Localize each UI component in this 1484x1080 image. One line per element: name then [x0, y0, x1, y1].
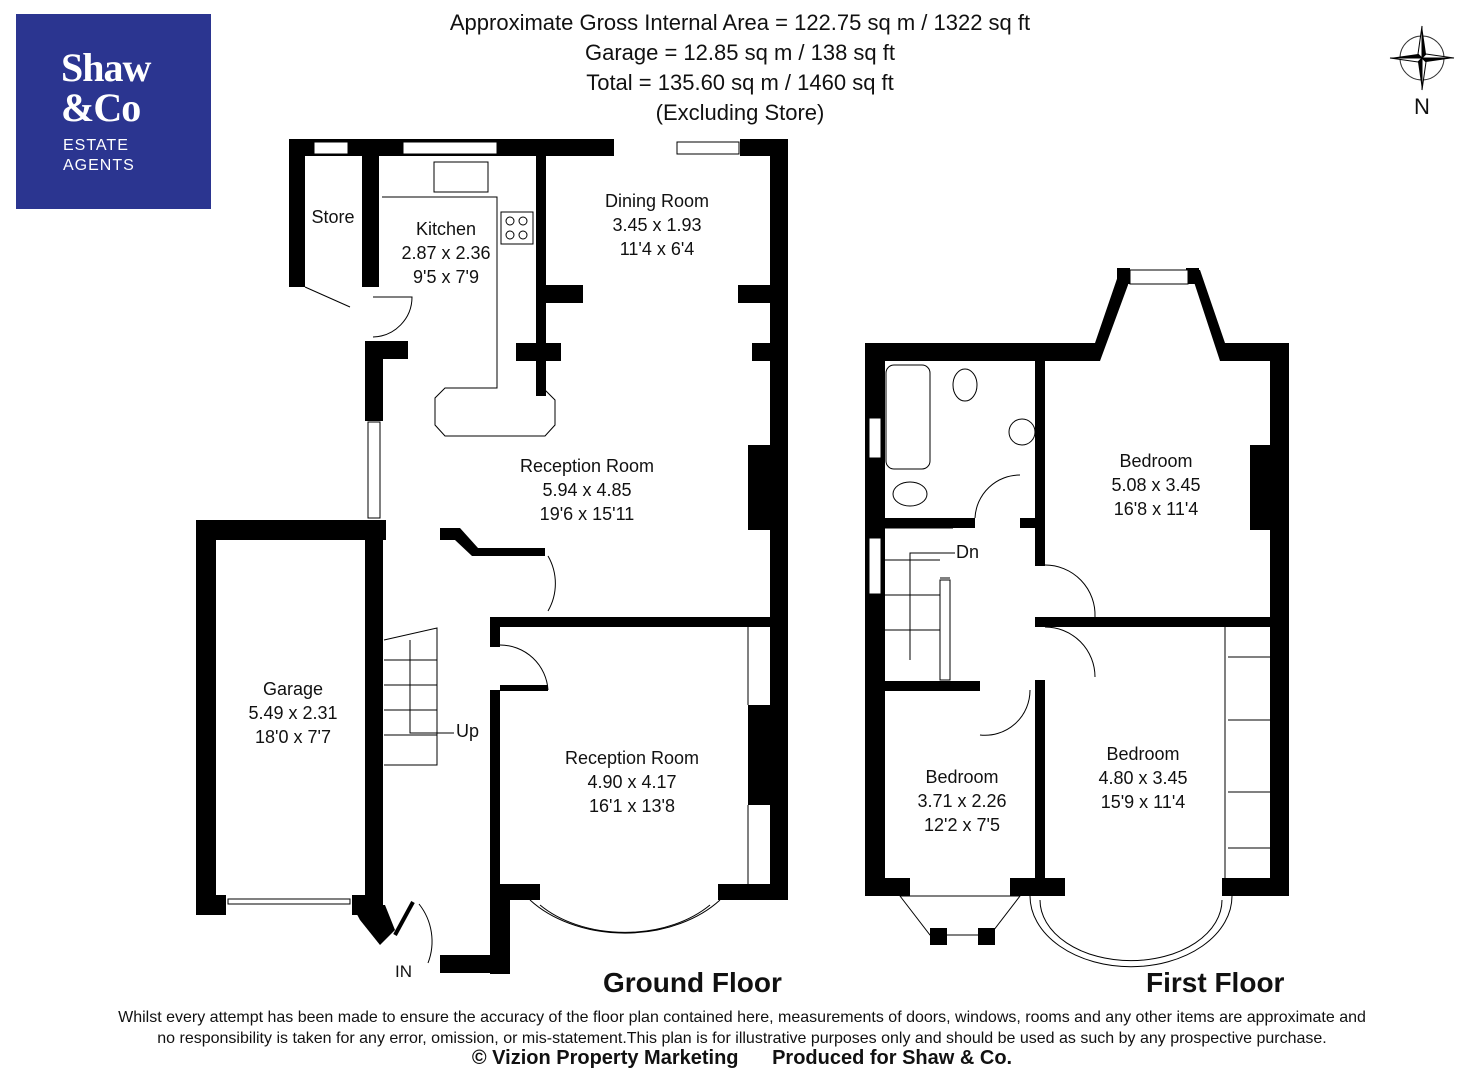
first-floor-fixtures [868, 269, 1270, 968]
room-label-garage: Garage 5.49 x 2.31 18'0 x 7'7 [248, 679, 338, 747]
compass-north-label: N [1414, 94, 1430, 119]
room-label-store: Store [311, 207, 355, 227]
shaw-co-logo: Shaw &Co ESTATE AGENTS [16, 14, 211, 209]
disclaimer-line-2: no responsibility is taken for any error… [157, 1030, 1327, 1047]
logo-sub-line2: AGENTS [63, 157, 135, 174]
room-label-bedroom-rear: Bedroom 5.08 x 3.45 16'8 x 11'4 [1111, 451, 1201, 519]
room-label-reception-room-front: Reception Room 4.90 x 4.17 16'1 x 13'8 [564, 748, 700, 816]
ground-floor-walls [196, 139, 788, 974]
ground-floor-windows [227, 141, 740, 905]
compass: N [1386, 22, 1458, 122]
room-label-reception-room-rear: Reception Room 5.94 x 4.85 19'6 x 15'11 [519, 456, 655, 524]
ground-floor-title: Ground Floor [603, 967, 782, 998]
room-label-kitchen: Kitchen 2.87 x 2.36 9'5 x 7'9 [401, 219, 491, 287]
first-floor-title: First Floor [1146, 967, 1285, 998]
stairs-up-label: Up [456, 721, 480, 741]
compass-rose-icon [1389, 25, 1455, 91]
disclaimer-line-1: Whilst every attempt has been made to en… [118, 1009, 1366, 1026]
logo-brand-line1: Shaw [61, 45, 151, 90]
produced-for-text: Produced for Shaw & Co. [772, 1047, 1013, 1069]
area-summary: Approximate Gross Internal Area = 122.75… [340, 8, 1140, 128]
gross-internal-area: Approximate Gross Internal Area = 122.75… [449, 10, 1031, 35]
logo-sub-line1: ESTATE [63, 137, 129, 154]
first-floor-walls [865, 268, 1289, 945]
total-area: Total = 135.60 sq m / 1460 sq ft [586, 70, 894, 95]
copyright-text: © Vizion Property Marketing [471, 1047, 739, 1069]
garage-area: Garage = 12.85 sq m / 138 sq ft [584, 40, 896, 65]
logo-brand-line2: &Co [61, 85, 141, 130]
room-label-dining-room: Dining Room 3.45 x 1.93 11'4 x 6'4 [604, 191, 710, 259]
ground-floor-fixtures [304, 161, 749, 964]
area-note: (Excluding Store) [655, 100, 825, 125]
disclaimer: Whilst every attempt has been made to en… [40, 1007, 1444, 1049]
room-label-bedroom-front: Bedroom 4.80 x 3.45 15'9 x 11'4 [1098, 744, 1188, 812]
room-label-bedroom-small: Bedroom 3.71 x 2.26 12'2 x 7'5 [917, 767, 1007, 835]
entrance-label: IN [395, 962, 412, 981]
stairs-down-label: Dn [956, 542, 980, 562]
credits: © Vizion Property Marketing Produced for… [0, 1047, 1484, 1070]
